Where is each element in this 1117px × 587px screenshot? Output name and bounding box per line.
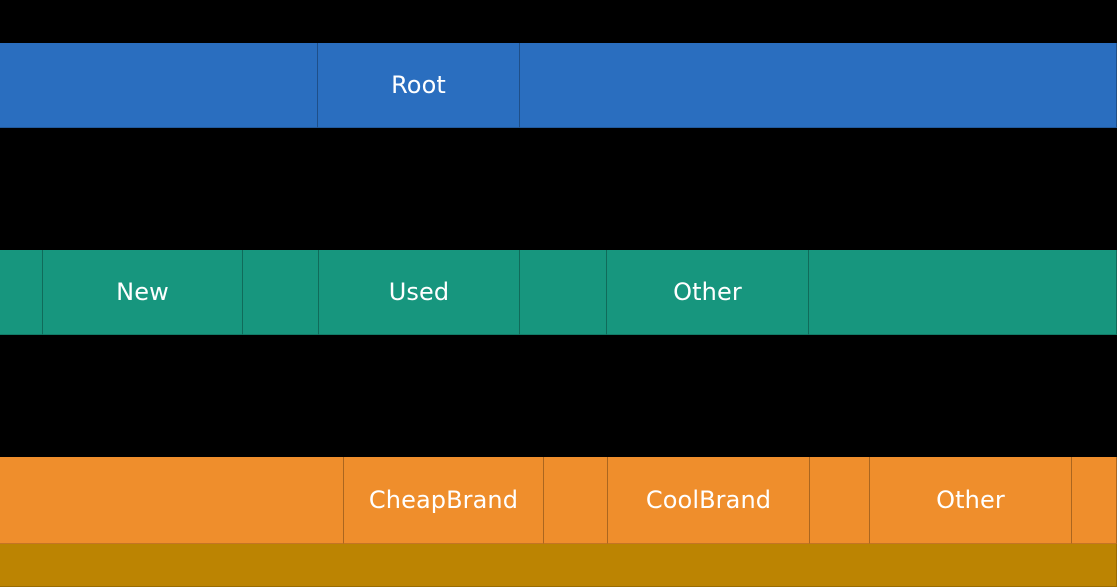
chart-node-unlabeled[interactable] <box>520 250 607 335</box>
chart-node-label: New <box>116 278 169 306</box>
chart-node-unlabeled[interactable] <box>520 43 1117 128</box>
chart-level-leaf-level <box>0 544 1117 587</box>
chart-level-brand-level: CheapBrand CoolBrand Other <box>0 457 1117 544</box>
chart-node-unlabeled[interactable] <box>1072 457 1117 544</box>
chart-node-unlabeled[interactable] <box>0 250 43 335</box>
chart-node-unlabeled[interactable] <box>809 250 1117 335</box>
chart-node-other[interactable]: Other <box>607 250 809 335</box>
chart-node-unlabeled[interactable] <box>544 457 608 544</box>
chart-node-unlabeled[interactable] <box>243 250 319 335</box>
chart-node-unlabeled[interactable] <box>0 43 318 128</box>
chart-node-unlabeled[interactable] <box>0 544 1117 587</box>
chart-node-label: CheapBrand <box>368 486 519 514</box>
chart-node-coolbrand[interactable]: CoolBrand <box>608 457 810 544</box>
chart-node-label: Other <box>936 486 1005 514</box>
chart-node-unlabeled[interactable] <box>0 457 344 544</box>
chart-node-label: Other <box>673 278 742 306</box>
chart-node-unlabeled[interactable] <box>810 457 870 544</box>
chart-node-other[interactable]: Other <box>870 457 1072 544</box>
chart-level-root-level: Root <box>0 43 1117 128</box>
chart-node-new[interactable]: New <box>43 250 243 335</box>
chart-node-label: Root <box>391 71 446 99</box>
chart-node-used[interactable]: Used <box>319 250 520 335</box>
chart-node-root[interactable]: Root <box>318 43 520 128</box>
chart-level-condition-level: New Used Other <box>0 250 1117 335</box>
chart-node-label: CoolBrand <box>645 486 772 514</box>
chart-node-label: Used <box>388 278 450 306</box>
chart-node-cheapbrand[interactable]: CheapBrand <box>344 457 544 544</box>
